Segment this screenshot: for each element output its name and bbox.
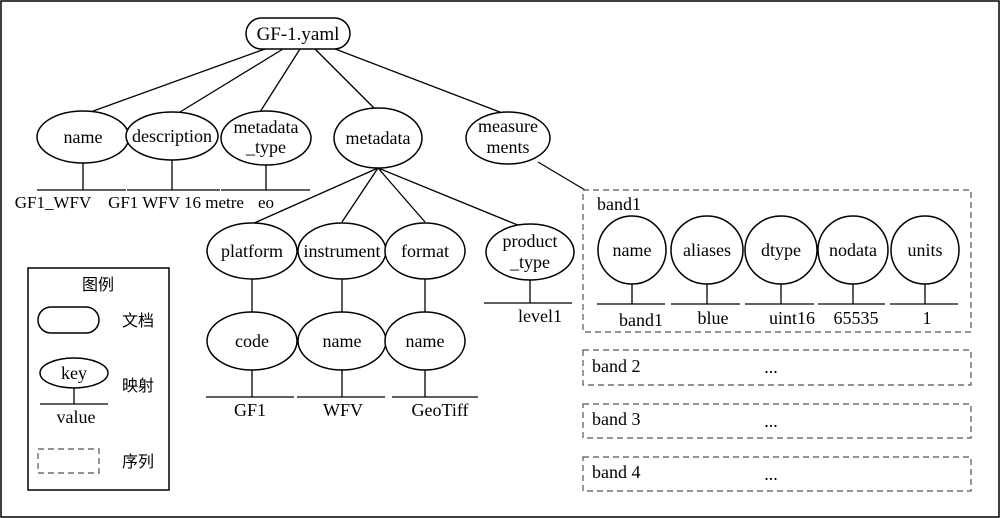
node-platform-code-label: code <box>235 331 269 351</box>
legend-sequence-label: 序列 <box>122 452 154 471</box>
legend-mapping-label: 映射 <box>122 376 154 395</box>
node-description <box>125 111 219 161</box>
legend-title: 图例 <box>82 275 114 294</box>
band1-value-name: band1 <box>619 310 663 330</box>
band1-key-nodata <box>817 215 889 285</box>
node-measurements <box>465 111 551 165</box>
value-platform-code: GF1 <box>234 400 266 420</box>
node-platform <box>206 222 298 280</box>
band1-key-name-label: name <box>613 240 652 260</box>
band2-label: band 2 <box>592 356 641 376</box>
band1-key-dtype <box>744 215 818 285</box>
node-format <box>384 222 466 280</box>
band1-key-name <box>597 215 667 285</box>
band1-sequence-box <box>582 189 972 333</box>
tree-connectors <box>37 46 958 398</box>
legend-mapping-key: key <box>61 363 87 383</box>
node-metadata-type-label-2: _type <box>245 137 286 157</box>
legend-document-symbol <box>37 306 100 334</box>
node-description-label: description <box>132 126 212 146</box>
root-document-node <box>245 17 351 50</box>
band1-key-aliases <box>670 215 744 285</box>
node-name-label: name <box>64 127 103 147</box>
band1-value-aliases: blue <box>698 308 729 328</box>
node-instrument-name-label: name <box>323 331 362 351</box>
node-metadata-type <box>220 110 312 166</box>
node-format-name-label: name <box>406 331 445 351</box>
band1-key-aliases-label: aliases <box>683 240 731 260</box>
band3-sequence-box <box>582 403 972 439</box>
node-platform-label: platform <box>221 241 283 261</box>
band1-title: band1 <box>597 194 641 214</box>
band1-value-dtype: uint16 <box>769 308 815 328</box>
node-format-label: format <box>401 241 449 261</box>
value-format-name: GeoTiff <box>411 400 468 420</box>
root-label: GF-1.yaml <box>257 24 340 45</box>
band1-key-nodata-label: nodata <box>829 240 877 260</box>
value-description: GF1 WFV 16 metre <box>108 193 244 212</box>
value-instrument-name: WFV <box>323 400 363 420</box>
node-product-type <box>485 223 575 281</box>
band2-ellipsis: ... <box>764 357 778 377</box>
band1-key-units <box>890 215 960 285</box>
band3-label: band 3 <box>592 409 641 429</box>
value-metadata-type: eo <box>258 193 274 212</box>
node-product-type-label-1: product <box>503 231 558 251</box>
node-instrument-label: instrument <box>304 241 381 261</box>
value-product-type: level1 <box>518 306 562 326</box>
node-format-name <box>384 311 466 371</box>
band1-value-nodata: 65535 <box>834 308 879 328</box>
band1-value-units: 1 <box>923 308 932 328</box>
band4-ellipsis: ... <box>764 464 778 484</box>
node-product-type-label-2: _type <box>509 252 550 272</box>
legend-mapping-value: value <box>57 407 96 427</box>
node-measurements-label-2: ments <box>487 137 530 157</box>
legend-sequence-symbol <box>37 448 100 474</box>
band4-label: band 4 <box>592 462 641 482</box>
legend-document-label: 文档 <box>122 311 154 330</box>
band2-sequence-box <box>582 349 972 386</box>
band1-key-dtype-label: dtype <box>761 240 801 260</box>
band3-ellipsis: ... <box>764 411 778 431</box>
band1-key-units-label: units <box>907 240 942 260</box>
band4-sequence-box <box>582 456 972 492</box>
node-platform-code <box>206 311 298 371</box>
node-metadata-label: metadata <box>346 128 411 148</box>
node-metadata <box>333 107 423 169</box>
legend: 图例 文档 key value 映射 序列 <box>27 267 170 491</box>
node-metadata-type-label-1: metadata <box>234 117 299 137</box>
value-name: GF1_WFV <box>15 193 92 212</box>
node-measurements-label-1: measure <box>478 116 538 136</box>
